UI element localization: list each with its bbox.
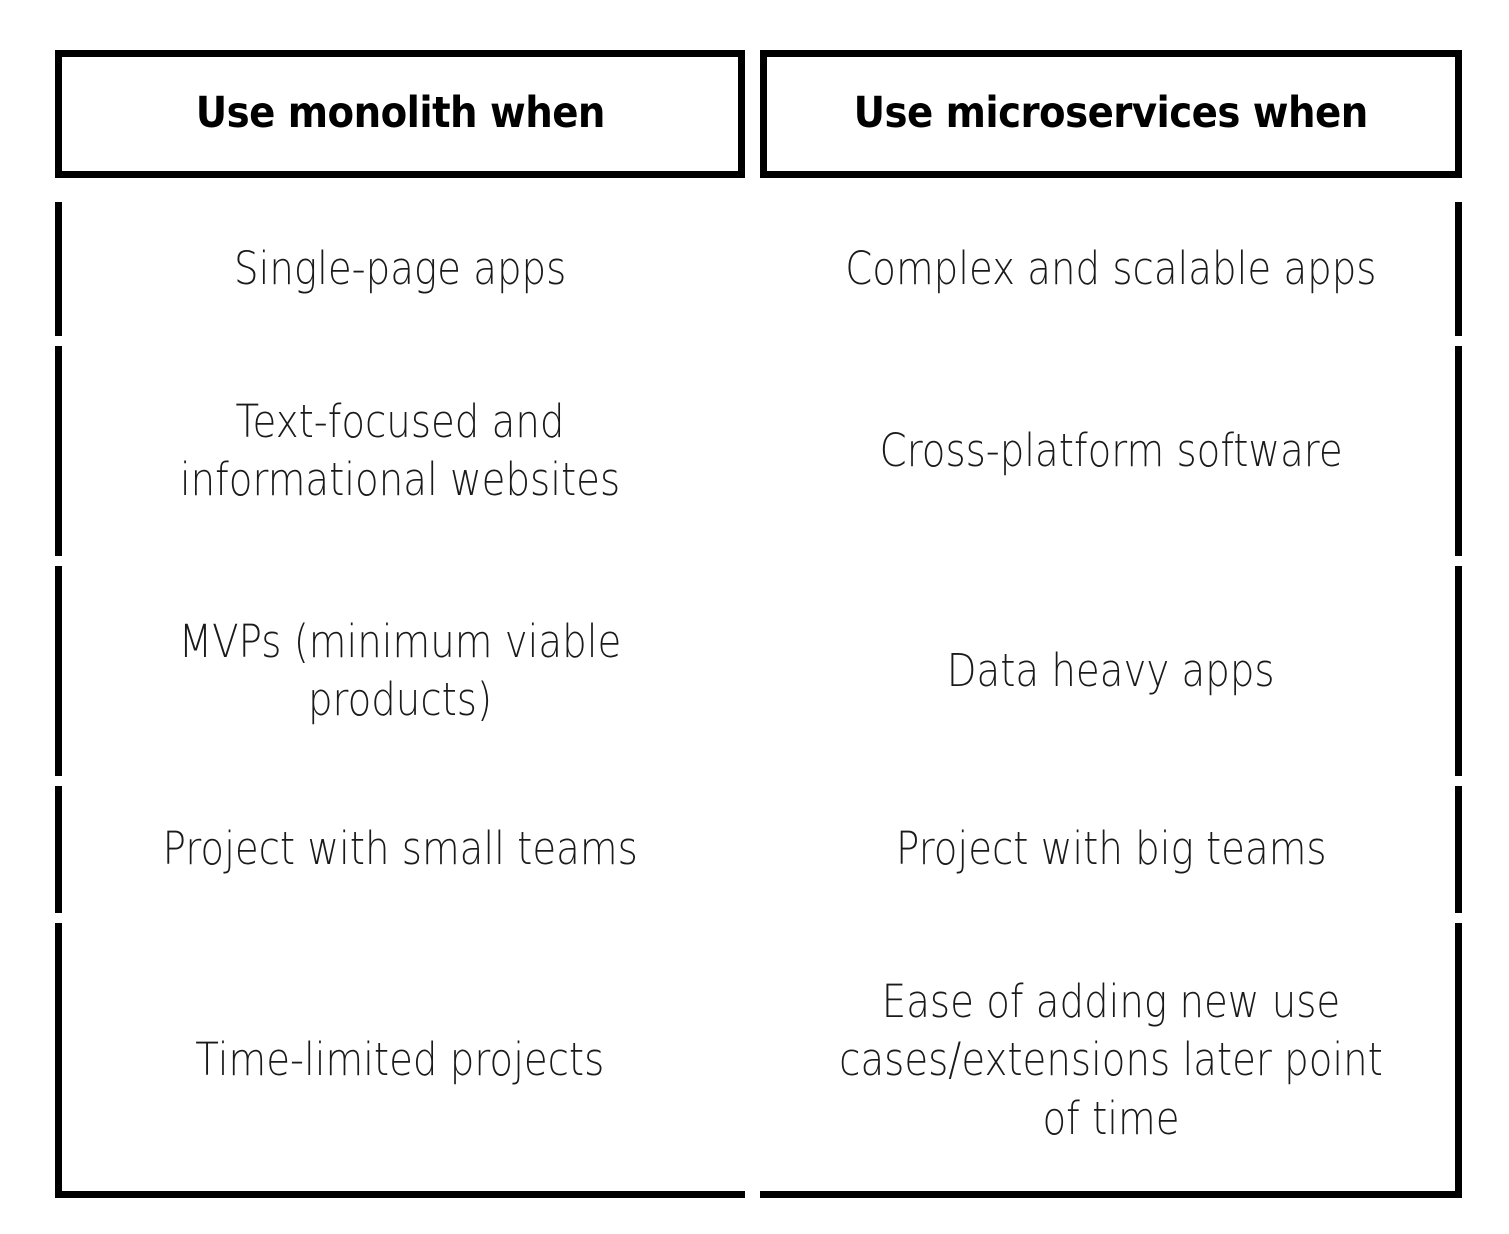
row-divider-rail-4 [55, 786, 62, 913]
column-header-microservices-label: Use microservices when [853, 88, 1369, 139]
cell-text: Project with big teams [895, 822, 1327, 876]
cell-text: Text-focused and informational websites [179, 394, 621, 507]
table-row: Data heavy apps [760, 566, 1462, 776]
cell-text: Data heavy apps [947, 643, 1275, 697]
column-bottom-border-microservices [760, 1191, 1462, 1198]
table-row: Project with small teams [55, 786, 745, 913]
cell-text: Project with small teams [162, 822, 638, 876]
row-divider-rail-4 [1455, 786, 1462, 913]
column-body-microservices: Complex and scalable apps Cross-platform… [760, 202, 1462, 1198]
row-divider-rail-2 [1455, 346, 1462, 556]
cell-text: Ease of adding new use cases/extensions … [839, 974, 1383, 1145]
cell-text: Single-page apps [233, 241, 567, 295]
table-row: Cross-platform software [760, 346, 1462, 556]
table-row: Text-focused and informational websites [55, 346, 745, 556]
row-divider-rail-5 [55, 923, 62, 1198]
table-row: Ease of adding new use cases/extensions … [760, 923, 1462, 1198]
column-header-microservices: Use microservices when [760, 50, 1462, 178]
cell-text: MVPs (minimum viable products) [178, 614, 622, 727]
column-body-monolith: Single-page apps Text-focused and inform… [55, 202, 745, 1198]
column-monolith: Use monolith when Single-page apps Text-… [55, 50, 745, 1198]
row-divider-rail-3 [1455, 566, 1462, 776]
row-divider-rail-2 [55, 346, 62, 556]
table-row: MVPs (minimum viable products) [55, 566, 745, 776]
row-divider-rail-1 [55, 202, 62, 336]
column-microservices: Use microservices when Complex and scala… [760, 50, 1462, 1198]
cell-text: Cross-platform software [879, 423, 1343, 477]
table-row: Project with big teams [760, 786, 1462, 913]
row-divider-rail-5 [1455, 923, 1462, 1198]
row-divider-rail-3 [55, 566, 62, 776]
table-row: Complex and scalable apps [760, 202, 1462, 336]
row-divider-rail-1 [1455, 202, 1462, 336]
cell-text: Complex and scalable apps [845, 241, 1377, 295]
column-bottom-border-monolith [55, 1191, 745, 1198]
cell-text: Time-limited projects [195, 1033, 605, 1087]
column-header-monolith: Use monolith when [55, 50, 745, 178]
table-row: Single-page apps [55, 202, 745, 336]
table-row: Time-limited projects [55, 923, 745, 1198]
column-header-monolith-label: Use monolith when [195, 88, 605, 139]
